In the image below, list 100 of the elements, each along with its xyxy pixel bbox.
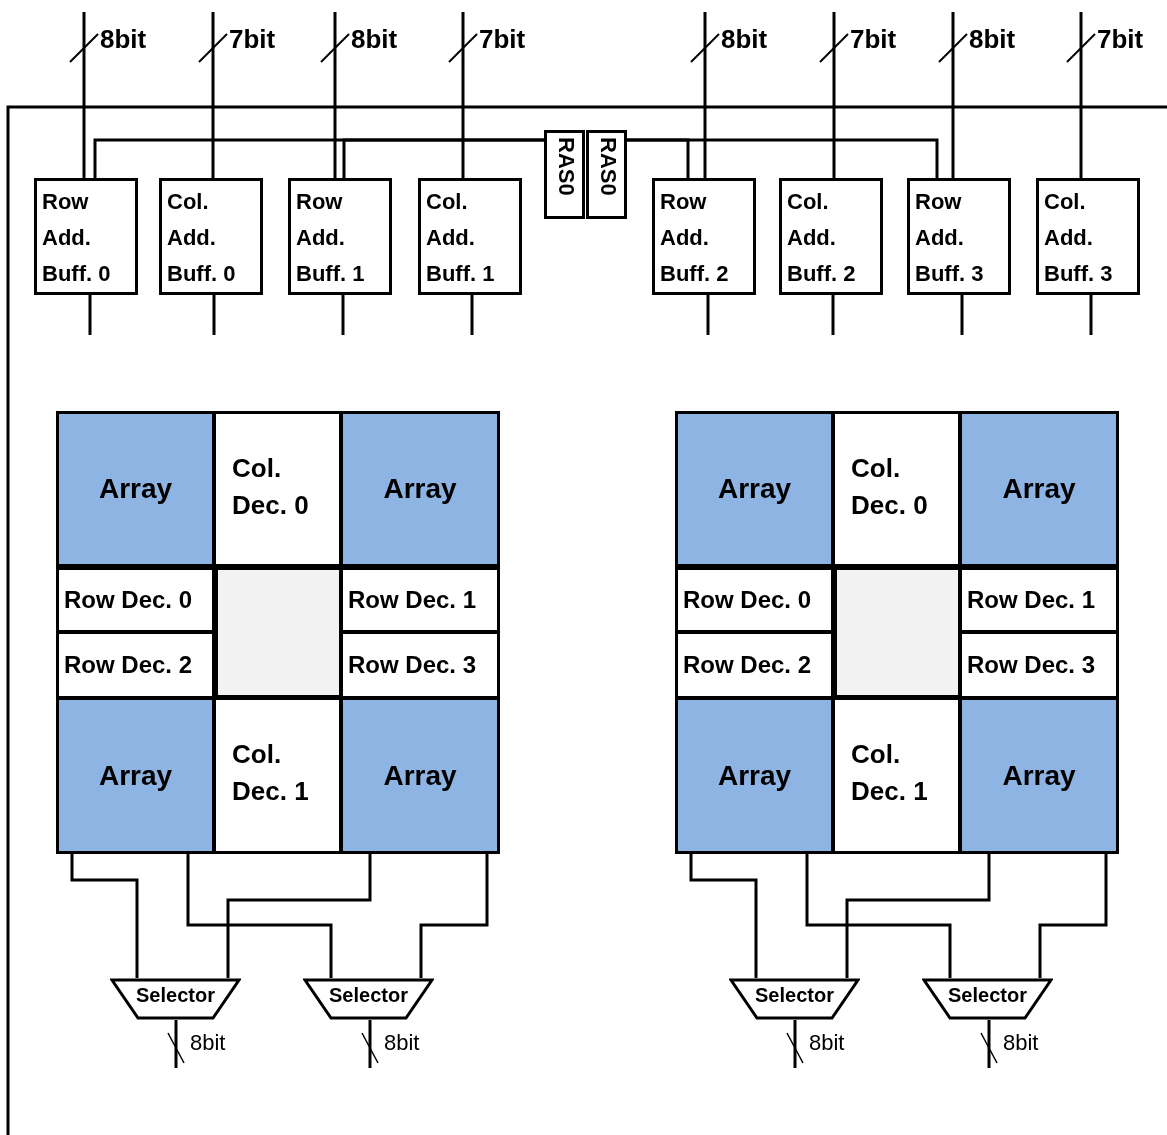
signal-line bbox=[470, 295, 474, 335]
column-decoder-block bbox=[832, 697, 961, 854]
signal-line bbox=[1089, 295, 1093, 335]
bit-width-label: 7bit bbox=[1097, 24, 1144, 55]
signal-line bbox=[960, 295, 964, 335]
signal-line bbox=[88, 295, 92, 335]
selector-trapezoid bbox=[922, 978, 1053, 1020]
address-buffer-box bbox=[652, 178, 756, 295]
bit-width-label: 8bit bbox=[190, 1030, 226, 1056]
signal-line bbox=[174, 1020, 178, 1068]
signal-line bbox=[703, 12, 707, 178]
row-decoder-block bbox=[340, 631, 500, 699]
signal-line bbox=[987, 1020, 991, 1068]
bit-width-label: 8bit bbox=[721, 24, 768, 55]
signal-line bbox=[805, 854, 952, 978]
buffer-label: Col. Add. Buff. 0 bbox=[167, 188, 237, 288]
row-decoder-block bbox=[56, 567, 215, 633]
selector-label: Selector bbox=[754, 984, 835, 1007]
decoder-label: Row Dec. 2 bbox=[682, 651, 812, 679]
column-decoder-block bbox=[213, 411, 342, 567]
signal-line bbox=[419, 854, 489, 978]
signal-line bbox=[333, 12, 337, 178]
row-decoder-block bbox=[675, 631, 834, 699]
buffer-label: Row Add. Buff. 2 bbox=[660, 188, 730, 288]
signal-line bbox=[831, 295, 835, 335]
signal-line bbox=[793, 1020, 797, 1068]
array-label: Array bbox=[383, 759, 457, 792]
bit-width-label: 7bit bbox=[479, 24, 526, 55]
bit-width-label: 8bit bbox=[351, 24, 398, 55]
selector-trapezoid bbox=[729, 978, 860, 1020]
ras-box bbox=[544, 130, 585, 219]
signal-line bbox=[226, 854, 372, 978]
decoder-label: Row Dec. 0 bbox=[682, 586, 812, 614]
array-label: Array bbox=[383, 473, 457, 505]
memory-array-block bbox=[56, 697, 215, 854]
signal-line bbox=[832, 12, 836, 178]
address-buffer-box bbox=[288, 178, 392, 295]
ras-label: RAS0 bbox=[553, 137, 580, 196]
memory-array-block bbox=[675, 697, 834, 854]
row-decoder-block bbox=[340, 567, 500, 633]
ras-box bbox=[586, 130, 627, 219]
bit-width-label: 8bit bbox=[969, 24, 1016, 55]
signal-line bbox=[342, 138, 544, 178]
signal-line bbox=[951, 12, 955, 178]
signal-line bbox=[845, 854, 991, 978]
signal-line bbox=[341, 295, 345, 335]
array-label: Array bbox=[1002, 473, 1076, 505]
signal-line bbox=[461, 12, 465, 178]
row-decoder-block bbox=[959, 631, 1119, 699]
array-label: Array bbox=[98, 759, 173, 792]
array-label: Array bbox=[98, 473, 173, 505]
selector-trapezoid bbox=[303, 978, 434, 1020]
buffer-label: Col. Add. Buff. 2 bbox=[787, 188, 857, 288]
buffer-label: Col. Add. Buff. 3 bbox=[1044, 188, 1114, 288]
decoder-label: Row Dec. 3 bbox=[966, 651, 1096, 679]
signal-line bbox=[368, 1020, 372, 1068]
address-buffer-box bbox=[418, 178, 522, 295]
bit-width-label: 8bit bbox=[809, 1030, 845, 1056]
array-label: Array bbox=[1002, 759, 1076, 792]
decoder-label: Col. Dec. 0 bbox=[851, 452, 929, 522]
signal-line bbox=[706, 295, 710, 335]
bit-width-label: 7bit bbox=[229, 24, 276, 55]
address-buffer-box bbox=[159, 178, 263, 295]
address-buffer-box bbox=[907, 178, 1011, 295]
bit-width-label: 8bit bbox=[384, 1030, 420, 1056]
signal-line bbox=[689, 854, 758, 978]
decoder-label: Col. Dec. 1 bbox=[232, 738, 310, 808]
signal-line bbox=[70, 854, 139, 978]
decoder-label: Row Dec. 2 bbox=[63, 651, 193, 679]
memory-array-block bbox=[340, 697, 500, 854]
decoder-label: Row Dec. 0 bbox=[63, 586, 193, 614]
signal-line bbox=[627, 138, 939, 178]
selector-trapezoid bbox=[110, 978, 241, 1020]
column-decoder-block bbox=[213, 697, 342, 854]
ras-label: RAS0 bbox=[595, 137, 622, 196]
memory-array-block bbox=[340, 411, 500, 567]
bit-width-label: 8bit bbox=[100, 24, 147, 55]
memory-array-block bbox=[675, 411, 834, 567]
decoder-label: Row Dec. 1 bbox=[966, 586, 1096, 614]
selector-label: Selector bbox=[328, 984, 409, 1007]
decoder-label: Col. Dec. 0 bbox=[232, 452, 310, 522]
array-label: Array bbox=[717, 759, 792, 792]
buffer-label: Row Add. Buff. 0 bbox=[42, 188, 112, 288]
buffer-label: Col. Add. Buff. 1 bbox=[426, 188, 496, 288]
bit-width-label: 8bit bbox=[1003, 1030, 1039, 1056]
address-buffer-box bbox=[779, 178, 883, 295]
signal-line bbox=[1079, 12, 1083, 178]
address-buffer-box bbox=[34, 178, 138, 295]
row-decoder-block bbox=[959, 567, 1119, 633]
decoder-label: Row Dec. 3 bbox=[347, 651, 477, 679]
address-buffer-box bbox=[1036, 178, 1140, 295]
decoder-label: Row Dec. 1 bbox=[347, 586, 477, 614]
row-decoder-block bbox=[56, 631, 215, 699]
memory-array-block bbox=[56, 411, 215, 567]
selector-label: Selector bbox=[135, 984, 216, 1007]
signal-line bbox=[82, 12, 86, 178]
signal-line bbox=[212, 295, 216, 335]
signal-line bbox=[186, 854, 333, 978]
buffer-label: Row Add. Buff. 3 bbox=[915, 188, 985, 288]
array-label: Array bbox=[717, 473, 792, 505]
